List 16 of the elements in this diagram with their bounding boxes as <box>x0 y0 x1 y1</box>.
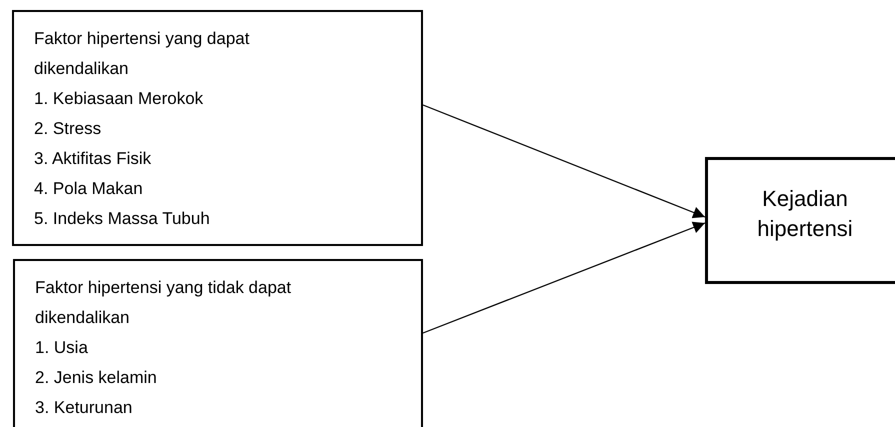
list-item: 1. Kebiasaan Merokok <box>34 88 204 110</box>
box-heading: Faktor hipertensi yang dapat dikendalikan <box>34 28 250 80</box>
box-heading: Faktor hipertensi yang tidak dapat dikendalikan <box>35 277 292 329</box>
process-box <box>705 157 895 284</box>
list-item: 3. Keturunan <box>35 397 132 419</box>
process-box <box>13 259 423 427</box>
list-item: 4. Pola Makan <box>34 178 143 200</box>
list-item: 3. Aktifitas Fisik <box>34 148 152 170</box>
list-item: 2. Jenis kelamin <box>35 367 157 389</box>
box-text: Kejadian hipertensi <box>756 184 854 243</box>
arrow <box>422 222 706 334</box>
arrow <box>422 104 706 218</box>
list-item: 2. Stress <box>34 118 102 140</box>
list-item: 5. Indeks Massa Tubuh <box>34 208 210 230</box>
process-box <box>12 10 423 246</box>
list-item: 1. Usia <box>35 337 88 359</box>
